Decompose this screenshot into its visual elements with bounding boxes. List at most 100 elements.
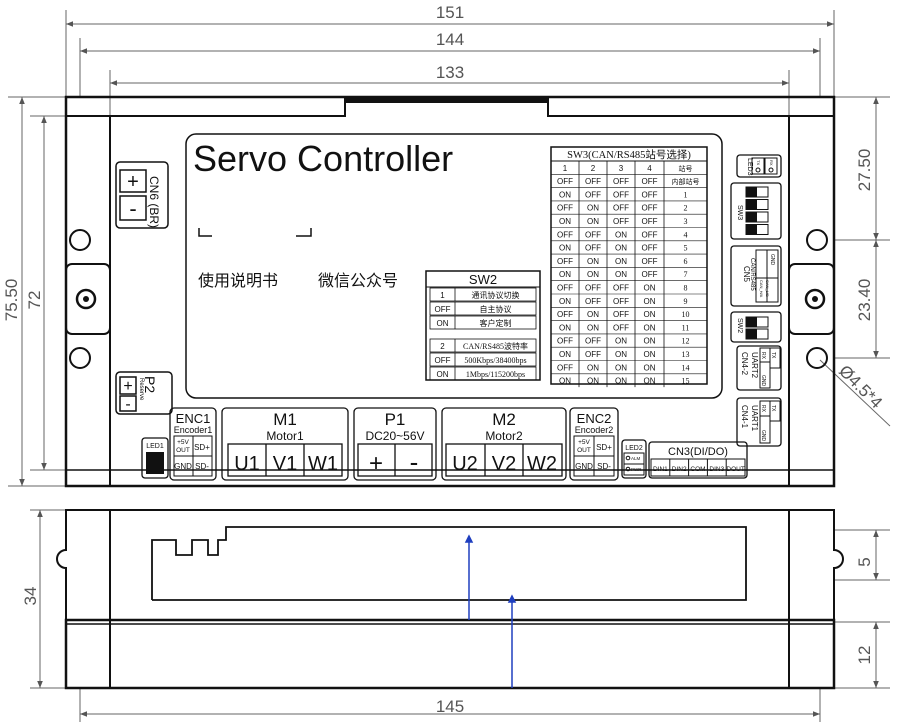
sw3-cell: OFF	[585, 350, 601, 359]
led2-label: LED2	[625, 445, 643, 452]
sw3-cell: OFF	[557, 230, 573, 239]
sw3-cell: 15	[682, 377, 690, 386]
cn5-label: CN5	[742, 266, 751, 283]
sw3-cell: 1	[684, 190, 688, 199]
dimension-lines	[8, 10, 891, 722]
sw2-dip-label: SW2	[736, 318, 743, 333]
sw3-cell: 9	[684, 297, 688, 306]
sw3-header-cell: 3	[619, 164, 624, 173]
sw3-cell: ON	[615, 377, 627, 386]
sw2-row-value: 1Mbps/115200bps	[466, 370, 525, 379]
sw3-cell: ON	[559, 217, 571, 226]
side-view	[56, 509, 844, 690]
sw3-cell: ON	[587, 310, 599, 319]
sw2-row-key: 2	[440, 342, 445, 351]
cn3-pin: DIN3	[709, 466, 724, 473]
mount-hole-right-bottom	[806, 347, 828, 369]
sw3-cell: ON	[615, 230, 627, 239]
sw3-cell: ON	[644, 350, 656, 359]
m1-pin-w1: W1	[308, 453, 338, 475]
enc1-pin-out: OUT	[176, 447, 190, 454]
sw3-label: SW3	[736, 205, 743, 220]
led2-alm: ALM	[631, 456, 641, 461]
enc2-sub: Encoder2	[575, 425, 614, 435]
sw3-cell: OFF	[642, 217, 658, 226]
dim-151: 151	[436, 3, 464, 22]
sw3-cell: ON	[559, 270, 571, 279]
sw3-cell: OFF	[585, 284, 601, 293]
sw3-dip-lever	[746, 224, 757, 235]
p1-pin-plus: +	[369, 450, 383, 477]
sw3-cell: OFF	[613, 284, 629, 293]
sw3-cell: ON	[644, 310, 656, 319]
sw3-cell: 5	[684, 244, 688, 253]
cn4-1-label: CN4-1	[740, 405, 749, 429]
sw3-header-cell: 2	[591, 164, 596, 173]
sw3-cell: ON	[644, 377, 656, 386]
sw3-cell: ON	[559, 377, 571, 386]
enc2-pin-5v: +5V	[578, 439, 590, 446]
enc1-sub: Encoder1	[174, 425, 213, 435]
sw3-cell: ON	[587, 270, 599, 279]
cn5-sub: CAN/RS485	[749, 258, 755, 291]
sw3-cell: ON	[587, 217, 599, 226]
sw3-cell: ON	[644, 284, 656, 293]
p1-pin-minus: -	[410, 447, 419, 477]
m2-pin-w2: W2	[527, 453, 557, 475]
enc2-pin-sdm: SD-	[597, 462, 611, 471]
uart1-rx: RX	[760, 405, 766, 413]
sw3-header-cell: 4	[647, 164, 652, 173]
m1-pin-v1: V1	[273, 453, 297, 475]
sw3-cell: OFF	[613, 190, 629, 199]
mount-hole-left-top	[69, 229, 91, 251]
wechat-label: 微信公众号	[318, 272, 398, 290]
p2-plus: +	[123, 378, 132, 395]
enc1-title: ENC1	[176, 411, 211, 426]
led2-pwr: PWR	[631, 467, 642, 472]
sw3-cell: 4	[684, 230, 688, 239]
sw3-cell: OFF	[557, 337, 573, 346]
dim-23-40: 23.40	[855, 279, 874, 322]
dim-27-50: 27.50	[855, 149, 874, 192]
sw3-cell: OFF	[557, 204, 573, 213]
sw2-title: SW2	[469, 272, 497, 287]
cn5-can-l: CAN_L/B	[765, 280, 770, 297]
sw3-cell: OFF	[613, 204, 629, 213]
m2-title: M2	[492, 410, 516, 429]
m2-pin-u2: U2	[452, 453, 478, 475]
sw3-cell: ON	[615, 337, 627, 346]
sw3-dip-lever	[746, 212, 757, 222]
cn5-gnd: GND	[769, 254, 775, 266]
product-title: Servo Controller	[193, 138, 453, 179]
heat-sink-markers	[464, 534, 517, 688]
sw2-row-value: 自主协议	[480, 304, 512, 314]
m1-pin-u1: U1	[234, 453, 260, 475]
sw3-cell: OFF	[642, 190, 658, 199]
p2-minus: -	[125, 396, 130, 413]
sw2-row-value: 500Kbps/38400bps	[464, 356, 526, 365]
cn6-label: CN6 (BR)	[147, 176, 161, 228]
sw3-dip-lever	[746, 199, 757, 210]
sw3-cell: OFF	[642, 257, 658, 266]
sw3-cell: ON	[559, 190, 571, 199]
sw3-cell: ON	[615, 257, 627, 266]
cn4-2-label: CN4-2	[740, 352, 749, 376]
uart2-label: UART2	[750, 352, 759, 379]
sw3-cell: 内部站号	[672, 177, 700, 186]
enc2-pin-sdp: SD+	[596, 443, 612, 452]
sw3-cell: ON	[587, 323, 599, 332]
enc2-pin-out: OUT	[577, 447, 591, 454]
p2-label: P2	[142, 376, 158, 393]
led3-tx: TX	[756, 160, 761, 165]
m1-title: M1	[273, 410, 297, 429]
led1-indicator	[146, 452, 164, 474]
sw2-row-key: 1	[440, 291, 445, 300]
uart2-rx: RX	[760, 352, 766, 360]
sw3-cell: OFF	[642, 230, 658, 239]
led3-label: LED3	[746, 158, 753, 176]
sw3-cell: OFF	[613, 310, 629, 319]
sw3-cell: ON	[559, 297, 571, 306]
cn3-title: CN3(DI/DO)	[668, 446, 728, 458]
